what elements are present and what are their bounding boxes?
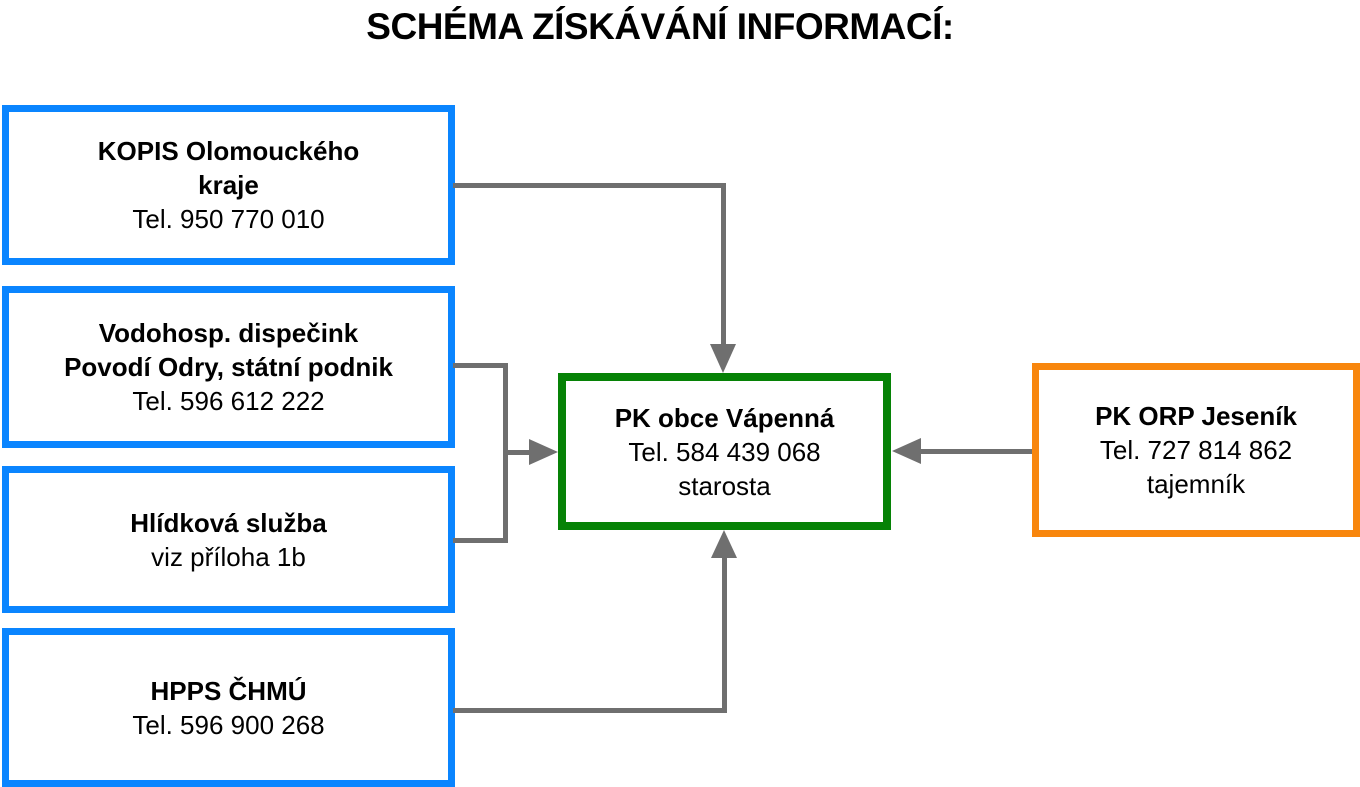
arrow-down-icon [710, 344, 736, 373]
node-hlidkova: Hlídková služba viz příloha 1b [2, 466, 455, 613]
node-label: kraje [198, 170, 259, 200]
arrow-right-icon [529, 439, 558, 465]
connector-kopis-vertical [721, 183, 726, 345]
node-label: Vodohosp. dispečink [98, 318, 359, 348]
arrow-up-icon [711, 530, 737, 558]
node-vodohosp: Vodohosp. dispečink Povodí Odry, státní … [2, 286, 455, 448]
node-phone: Tel. 584 439 068 [628, 436, 821, 467]
connector-vodohosp-stub [453, 363, 508, 368]
connector-hpps-vertical [722, 557, 727, 713]
page-title: SCHÉMA ZÍSKÁVÁNÍ INFORMACÍ: [366, 6, 954, 47]
node-label: KOPIS Olomouckého [97, 136, 360, 166]
node-pk-obce-vapenna: PK obce Vápenná Tel. 584 439 068 starost… [558, 373, 891, 530]
connector-hpps-horizontal [453, 708, 727, 713]
node-phone: Tel. 950 770 010 [132, 204, 325, 234]
node-phone: Tel. 596 900 268 [132, 709, 325, 740]
node-label: PK obce Vápenná [614, 402, 835, 433]
connector-hlidkova-stub [453, 538, 508, 543]
node-role: starosta [678, 470, 771, 501]
connector-kopis-horizontal [453, 183, 726, 188]
node-note: viz příloha 1b [151, 541, 306, 572]
node-kopis: KOPIS Olomouckého kraje Tel. 950 770 010 [2, 105, 455, 265]
node-label: Hlídková služba [130, 507, 327, 538]
arrow-left-icon [892, 438, 921, 464]
node-phone: Tel. 727 814 862 [1099, 435, 1293, 465]
connector-orp-horizontal [921, 449, 1032, 454]
node-label: PK ORP Jeseník [1095, 401, 1297, 431]
node-role: tajemník [1146, 469, 1246, 499]
node-hpps: HPPS ČHMÚ Tel. 596 900 268 [2, 628, 455, 787]
node-label: Povodí Odry, státní podnik [64, 352, 393, 382]
node-phone: Tel. 596 612 222 [132, 386, 325, 416]
node-pk-orp-jesenik: PK ORP Jeseník Tel. 727 814 862 tajemník [1032, 363, 1360, 537]
connector-bracket-middle [503, 450, 531, 455]
node-label: HPPS ČHMÚ [150, 675, 307, 706]
